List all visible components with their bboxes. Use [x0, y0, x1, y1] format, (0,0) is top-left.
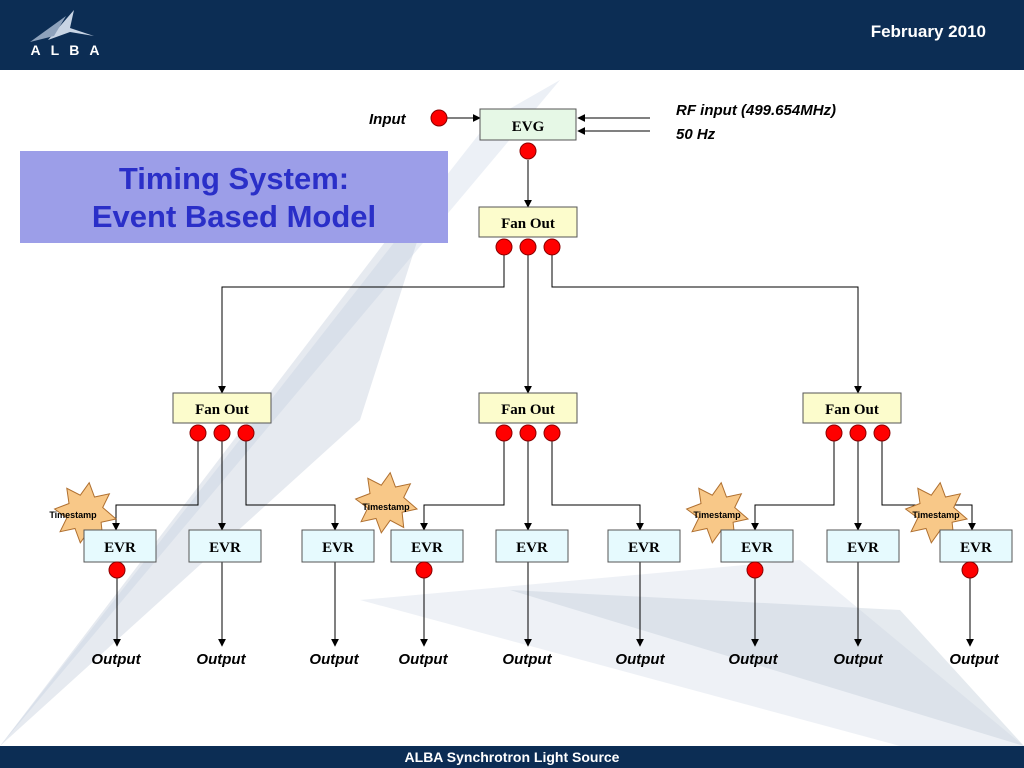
output-label: Output: [196, 651, 246, 668]
timestamp-label: Timestamp: [912, 510, 960, 520]
connector-dot: [213, 424, 231, 442]
connector-dot: [825, 424, 843, 442]
connector-dot: [519, 238, 537, 256]
evg-label: EVG: [512, 119, 545, 135]
connector-dot: [543, 424, 561, 442]
output-label: Output: [949, 651, 999, 668]
connector-dot: [430, 109, 448, 127]
evr-box: [939, 529, 1013, 563]
fanout-label: Fan Out: [195, 402, 249, 418]
evr-label: EVR: [847, 540, 879, 556]
evr-box: [495, 529, 569, 563]
connector-dot: [519, 424, 537, 442]
evr-box: [83, 529, 157, 563]
header-date: February 2010: [870, 22, 986, 41]
evr-boxes: [83, 529, 1013, 563]
connector-dot: [746, 561, 764, 579]
input-label: Input: [369, 111, 407, 128]
fanout-label: Fan Out: [501, 216, 555, 232]
timing-diagram: EVG Fan Out Fan Out Fan Out Fan Out EVR …: [0, 80, 1024, 746]
evr-label: EVR: [516, 540, 548, 556]
output-label: Output: [502, 651, 552, 668]
evr-label: EVR: [628, 540, 660, 556]
output-label: Output: [833, 651, 883, 668]
connector-dot: [495, 424, 513, 442]
timestamp-label: Timestamp: [49, 510, 97, 520]
evr-label: EVR: [960, 540, 992, 556]
output-label: Output: [309, 651, 359, 668]
evr-label: EVR: [411, 540, 443, 556]
title-box: Timing System: Event Based Model: [20, 151, 448, 243]
evr-label: EVR: [104, 540, 136, 556]
alba-logo-icon: [30, 10, 94, 42]
evr-box: [607, 529, 681, 563]
starburst-icon: [354, 471, 419, 534]
background-beams: [0, 80, 1024, 746]
connector-dot: [108, 561, 126, 579]
connector-dot: [543, 238, 561, 256]
connector-lines: [112, 114, 976, 647]
connector-dot: [961, 561, 979, 579]
evg-node: EVG: [479, 108, 577, 141]
fanout-box-top: [478, 206, 578, 238]
output-label: Output: [398, 651, 448, 668]
fanout-label: Fan Out: [501, 402, 555, 418]
evr-box: [720, 529, 794, 563]
fanout-box-right: [802, 392, 902, 424]
connector-dot: [237, 424, 255, 442]
connector-dots: [108, 109, 979, 579]
footer-bar: ALBA Synchrotron Light Source: [0, 746, 1024, 768]
evr-label: EVR: [209, 540, 241, 556]
fanout-box-left: [172, 392, 272, 424]
connector-dot: [495, 238, 513, 256]
fanout-box-middle: [478, 392, 578, 424]
timestamp-label: Timestamp: [362, 502, 410, 512]
timestamp-starbursts: [53, 471, 969, 544]
connector-dot: [519, 142, 537, 160]
header-bar: ALBA February 2010: [0, 0, 1024, 70]
connector-dot: [873, 424, 891, 442]
hz-label: 50 Hz: [676, 126, 716, 143]
output-label: Output: [615, 651, 665, 668]
output-label: Output: [91, 651, 141, 668]
fanout-label: Fan Out: [825, 402, 879, 418]
footer-text: ALBA Synchrotron Light Source: [404, 749, 620, 765]
evr-box: [301, 529, 375, 563]
evr-box: [826, 529, 900, 563]
evr-box: [188, 529, 262, 563]
output-label: Output: [728, 651, 778, 668]
alba-logo: ALBA: [10, 6, 130, 64]
evr-box: [390, 529, 464, 563]
connector-dot: [415, 561, 433, 579]
connector-dot: [849, 424, 867, 442]
evr-label: EVR: [741, 540, 773, 556]
title-line-2: Event Based Model: [91, 199, 377, 234]
evr-label: EVR: [322, 540, 354, 556]
title-line-1: Timing System:: [118, 161, 350, 196]
connector-dot: [189, 424, 207, 442]
rf-input-label: RF input (499.654MHz): [676, 102, 836, 119]
timestamp-label: Timestamp: [693, 510, 741, 520]
fanout-boxes: [172, 206, 902, 424]
alba-logo-text: ALBA: [30, 42, 110, 58]
